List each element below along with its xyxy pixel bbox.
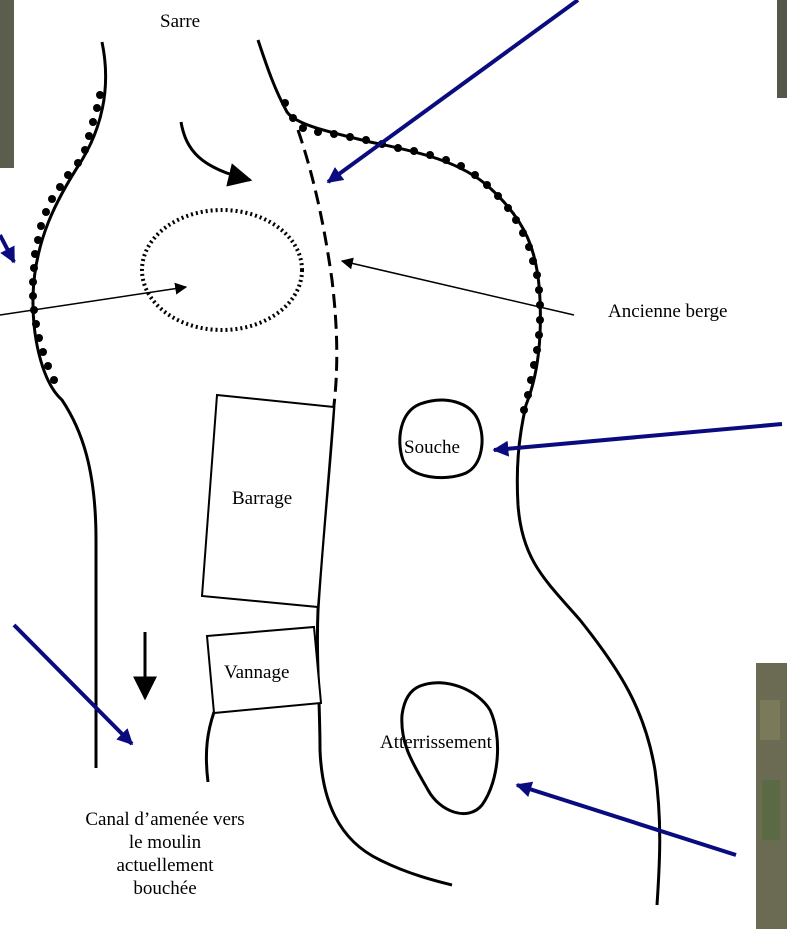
left-bank [33, 42, 106, 768]
pointer-pool [0, 287, 186, 315]
old-bank-dashed [298, 130, 337, 405]
blue-arrow-stump [494, 424, 782, 450]
label-dam: Barrage [232, 488, 292, 509]
flow-arrow-top [181, 122, 250, 180]
left-bank-riprap [29, 91, 104, 384]
blue-arrows [0, 0, 782, 855]
blue-arrow-canal [14, 625, 132, 744]
right-bank-riprap [281, 99, 544, 414]
canal-caption: Canal d’amenée vers le moulin actuelleme… [40, 808, 290, 900]
canal-right-bank [206, 712, 214, 782]
label-old-bank: Ancienne berge [608, 301, 727, 322]
blue-arrow-deposit [517, 785, 736, 855]
caption-line-3: actuellement [40, 854, 290, 877]
label-deposit: Atterrissement [380, 732, 493, 753]
right-bank-lower [518, 505, 660, 905]
photo-top-left [0, 0, 14, 168]
blue-arrow-top [328, 0, 578, 182]
label-river: Sarre [160, 11, 200, 32]
pool-dotted [142, 210, 302, 330]
photo-top-right [777, 0, 787, 98]
blue-arrow-left [0, 235, 14, 262]
caption-line-1: Canal d’amenée vers [40, 808, 290, 831]
label-stump: Souche [404, 437, 460, 458]
caption-line-4: bouchée [40, 877, 290, 900]
label-sluice: Vannage [224, 662, 289, 683]
caption-line-2: le moulin [40, 831, 290, 854]
